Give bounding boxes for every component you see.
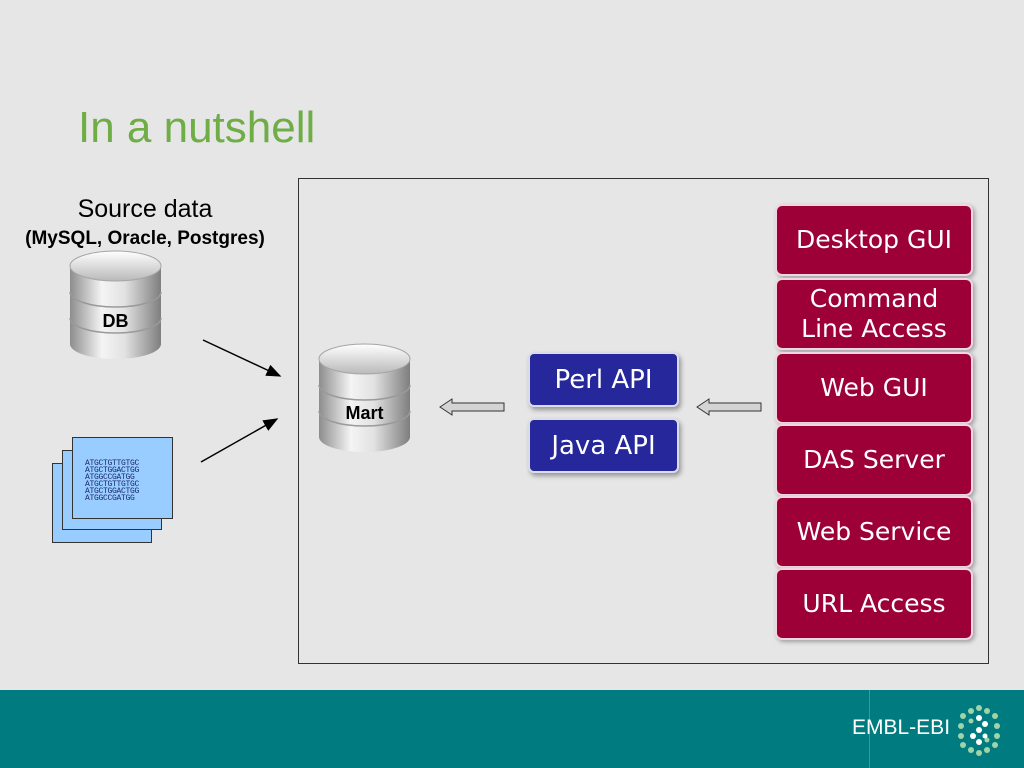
- web-gui-box: Web GUI: [775, 352, 973, 424]
- embl-ebi-logo-text: EMBL-EBI: [852, 716, 951, 739]
- footer-bar: EMBL-EBI: [0, 690, 1024, 768]
- desktop-gui-box: Desktop GUI: [775, 204, 973, 276]
- sequence-files-icon: [50, 437, 176, 547]
- sequence-text: ATGCTGTTGTGC ATGCTGGACTGG ATGGCCGATGG AT…: [85, 459, 165, 503]
- sequence-line: ATGGCCGATGG: [85, 473, 135, 482]
- files-to-mart-arrow: [200, 418, 279, 463]
- web-service-box: Web Service: [775, 496, 973, 568]
- source-db-label: DB: [102, 311, 129, 331]
- command-line-access-box: Command Line Access: [775, 278, 973, 350]
- sequence-line: ATGCTGGACTGG: [85, 487, 140, 496]
- api-to-mart-arrow: [439, 398, 505, 416]
- mart-label: Mart: [345, 403, 384, 423]
- mart-db-icon: Mart: [317, 343, 412, 455]
- sequence-line: ATGCTGTTGTGC: [85, 459, 140, 468]
- access-to-api-arrow: [696, 398, 762, 416]
- sequence-line: ATGCTGTTGTGC: [85, 480, 140, 489]
- source-data-title: Source data: [77, 195, 213, 223]
- source-data-subtitle: (MySQL, Oracle, Postgres): [25, 228, 265, 249]
- perl-api-box: Perl API: [528, 352, 679, 407]
- diagram-arrows: [200, 339, 762, 463]
- das-server-box: DAS Server: [775, 424, 973, 496]
- source-db-icon: DB: [68, 250, 163, 362]
- sequence-page-front: [72, 437, 173, 519]
- sequence-line: ATGCTGGACTGG: [85, 466, 140, 475]
- slide-title: In a nutshell: [78, 103, 316, 152]
- embl-ebi-logo-icon: [955, 704, 1003, 761]
- sequence-line: ATGGCCGATGG: [85, 494, 135, 503]
- db-to-mart-arrow: [202, 339, 282, 377]
- mart-frame: [298, 178, 989, 664]
- footer-divider: [869, 690, 870, 768]
- url-access-box: URL Access: [775, 568, 973, 640]
- java-api-box: Java API: [528, 418, 679, 473]
